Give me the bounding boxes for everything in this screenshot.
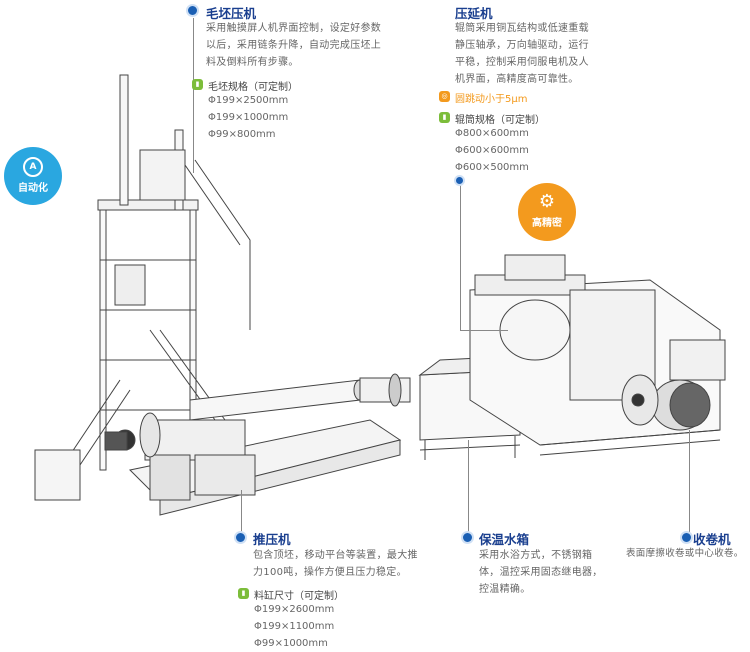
rolling-mill-title: 压延机 xyxy=(455,6,493,21)
rolling-mill-marker xyxy=(454,175,465,186)
winder-title: 收卷机 xyxy=(693,532,731,547)
cylinder-spec-icon: ▮ xyxy=(238,588,249,599)
rolling-mill-leader xyxy=(460,180,461,330)
tank-desc: 采用水浴方式，不锈钢箱 体，温控采用固态继电器， 控温精确。 xyxy=(479,550,603,595)
billet-press-desc: 采用触摸屏人机界面控制，设定好参数 以后，采用链条升降，自动完成压坯上 料及倒料… xyxy=(206,23,382,68)
runout-icon: ◎ xyxy=(439,91,450,102)
automation-badge: A 自动化 xyxy=(4,147,62,205)
rolling-mill-leader-h xyxy=(460,330,508,331)
precision-badge: ⚙ 高精密 xyxy=(518,183,576,241)
automation-label: 自动化 xyxy=(18,183,48,194)
billet-press-marker xyxy=(186,4,199,17)
automation-icon: A xyxy=(23,157,43,177)
winder-desc: 表面摩擦收卷或中心收卷。 xyxy=(626,548,744,559)
billet-spec-title: 毛坯规格（可定制） xyxy=(208,82,298,93)
roll-spec-list: Φ800×600mm Φ600×600mm Φ600×500mm xyxy=(455,128,529,173)
billet-press-leader xyxy=(193,18,194,173)
pusher-leader xyxy=(241,490,242,535)
runout-highlight: 圆跳动小于5μm xyxy=(455,94,528,105)
winder-leader xyxy=(689,430,690,532)
gear-icon: ⚙ xyxy=(538,191,556,212)
pusher-title: 推压机 xyxy=(253,532,291,547)
cylinder-spec-list: Φ199×2600mm Φ199×1100mm Φ99×1000mm xyxy=(254,604,335,649)
tank-title: 保温水箱 xyxy=(479,532,530,547)
billet-spec-icon: ▮ xyxy=(192,79,203,90)
tank-leader xyxy=(468,440,469,532)
rolling-mill-desc: 辊筒采用铜瓦结构或低速重载 静压轴承，万向轴驱动，运行 平稳，控制采用伺服电机及… xyxy=(455,23,589,85)
billet-spec-list: Φ199×2500mm Φ199×1000mm Φ99×800mm xyxy=(208,95,289,140)
winder-marker xyxy=(680,531,693,544)
pusher-marker xyxy=(234,531,247,544)
precision-label: 高精密 xyxy=(532,218,562,229)
pusher-desc: 包含顶坯，移动平台等装置，最大推 力100吨，操作方便且压力稳定。 xyxy=(253,550,418,578)
billet-press-title: 毛坯压机 xyxy=(206,6,257,21)
roll-spec-title: 辊筒规格（可定制） xyxy=(455,115,545,126)
tank-marker xyxy=(461,531,474,544)
cylinder-spec-title: 料缸尺寸（可定制） xyxy=(254,591,344,602)
roll-spec-icon: ▮ xyxy=(439,112,450,123)
